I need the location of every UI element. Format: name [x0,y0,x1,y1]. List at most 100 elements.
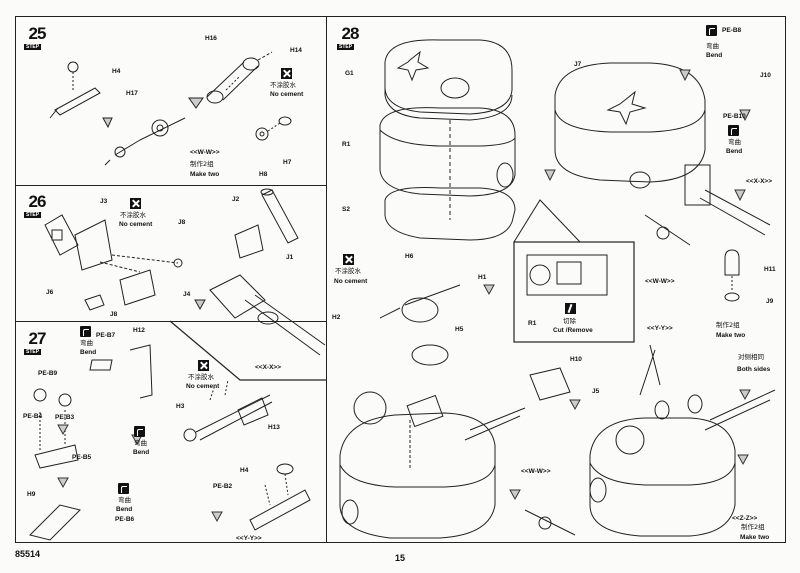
part-label: H4 [240,467,249,474]
bend-cn: 弯曲 [728,138,741,146]
part-label: PE-B10 [723,113,746,120]
part-label: PE-B2 [213,483,233,490]
step-word: STEP [24,44,42,50]
part-label: J5 [592,388,600,395]
view-ref-yy: <<Y-Y>> [647,325,673,332]
part-label: J10 [760,72,771,79]
part-label: H10 [570,356,582,363]
view-ref-ww: <<W-W>> [645,278,675,285]
make-two-en: Make two [740,534,770,541]
part-label: H16 [205,35,217,42]
part-label: S2 [342,206,350,213]
turret-exploded-drawing [379,39,516,241]
both-sides-en: Both sides [737,366,771,373]
step-number: 28 [341,24,360,43]
view-ref-xx: <<X-X>> [746,178,773,185]
no-cement-en: No cement [334,278,368,285]
step-25-badge: 25 STEP [20,22,56,56]
part-label: H6 [405,253,414,260]
barrel-j1-drawing [234,188,299,259]
part-label: H17 [126,90,138,97]
part-label: H13 [268,424,280,431]
no-cement-en: No cement [119,221,153,228]
cut-remove-en: Cut /Remove [553,327,593,334]
make-two-en: Make two [716,332,746,339]
part-label: PE-B3 [55,414,75,421]
make-two-en: Make two [190,171,220,178]
gun-mount-drawing [44,214,183,311]
part-label: PE-B4 [23,413,43,420]
ww-detail-drawing [524,214,691,536]
bend-en: Bend [726,148,743,155]
part-label: G1 [345,70,354,77]
bend-cn: 弯曲 [118,496,131,504]
bend-icon [134,426,145,437]
step-28-panel [326,16,786,543]
part-label: J8 [178,219,186,226]
step-number: 27 [28,329,47,348]
no-cement-icon [198,360,209,371]
bend-icon [80,326,91,337]
bend-icon [706,25,717,36]
make-two-cn: 制作2组 [190,160,214,168]
bend-en: Bend [706,52,723,59]
periscope-h11-drawing [724,249,740,302]
part-label: PE-B6 [115,516,135,523]
bend-icon [118,483,129,494]
part-label: H3 [176,403,185,410]
bend-icon [728,125,739,136]
no-cement-en: No cement [270,91,304,98]
make-two-cn: 制作2组 [716,321,740,329]
no-cement-icon [130,198,141,209]
bend-cn: 弯曲 [134,439,147,447]
part-label: J4 [183,291,191,298]
step-28-badge: 28 STEP [333,22,369,56]
mantlet-result-drawing [194,274,326,356]
step-number: 26 [28,192,47,211]
no-cement-cn: 不涂胶水 [270,81,296,89]
view-ref-zz: <<Z-Z>> [732,515,758,522]
turret-assembled-left-drawing [339,391,526,539]
no-cement-en: No cement [186,383,220,390]
turret-assembled-right-drawing [554,62,771,236]
product-code: 85514 [15,549,41,559]
no-cement-cn: 不涂胶水 [188,373,214,381]
part-label: PE-B9 [38,370,58,377]
part-label: H12 [133,327,145,334]
part-label: H11 [764,266,776,273]
part-label: J8 [110,311,118,318]
bend-en: Bend [133,449,150,456]
view-ref-yy: <<Y-Y>> [236,535,262,542]
gun-assembly-h4-drawing [249,463,311,531]
turret-assembled-lower-right-drawing [589,344,776,537]
no-cement-icon [281,68,292,79]
part-label: H14 [290,47,302,54]
step-number: 25 [28,24,47,43]
part-label: H4 [112,68,121,75]
part-label: PE-B8 [722,27,742,34]
part-label: R1 [528,320,537,327]
no-cement-icon [343,254,354,265]
view-ref-ww: <<W-W>> [521,468,551,475]
part-label: PE-B7 [96,332,116,339]
gun-h3-h13-drawing [183,379,273,442]
step-word: STEP [24,349,42,355]
bend-cn: 弯曲 [706,42,719,50]
part-label: H1 [478,274,487,281]
part-label: PE-B5 [72,454,92,461]
view-ref-xx: <<X-X>> [255,364,282,371]
bend-en: Bend [80,349,97,356]
part-label: R1 [342,141,351,148]
step-word: STEP [24,212,42,218]
both-sides-cn: 对侧相同 [738,353,764,361]
handle-result-drawing [104,117,186,166]
bend-cn: 弯曲 [80,339,93,347]
step-word: STEP [337,44,355,50]
view-ref-ww: <<W-W>> [190,149,220,156]
part-label: H2 [332,314,341,321]
step-26-badge: 26 STEP [20,190,56,224]
part-label: J3 [100,198,108,205]
no-cement-cn: 不涂胶水 [335,267,361,275]
